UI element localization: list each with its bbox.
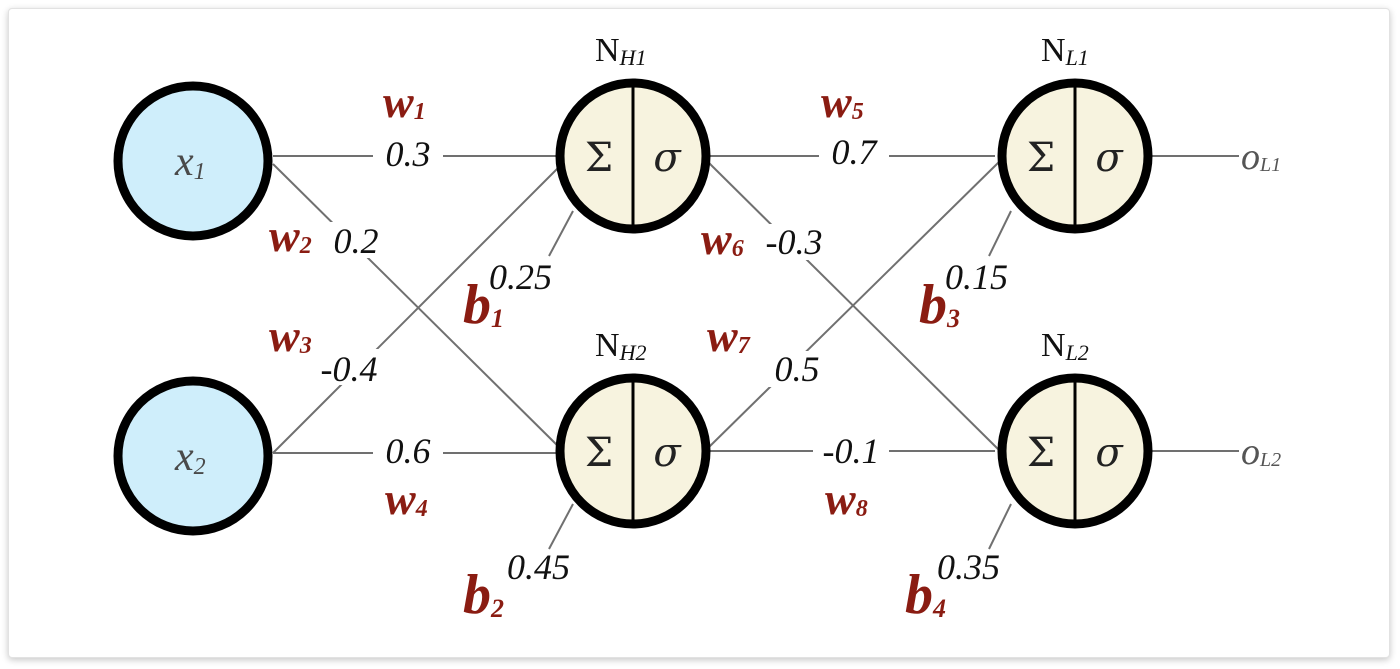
output-ol2-main: o (1241, 431, 1260, 473)
sigmoid-icon: σ (653, 430, 682, 476)
input-x2-sub: 2 (194, 454, 206, 480)
weight-w2-sub: 2 (299, 233, 312, 259)
input-x1-sub: 1 (194, 159, 206, 185)
weight-w1-value: 0.3 (386, 134, 431, 174)
weight-w7-label: w7 (707, 310, 751, 361)
weight-w2-value: 0.2 (334, 221, 379, 261)
bias-b1-sub: 1 (491, 304, 504, 333)
neuron-l1-main: N (1041, 32, 1066, 69)
bias-b4-sub: 4 (932, 594, 946, 623)
input-node-x1: x1 (113, 81, 273, 241)
weight-w2-label: w2 (269, 210, 312, 261)
bias-b2-label: b2 (463, 564, 504, 626)
weight-w7-main: w (707, 310, 738, 361)
neuron-l2: Σ σ NL2 (997, 327, 1153, 529)
output-ol1-sub: L1 (1259, 154, 1281, 176)
neuron-h2: Σ σ NH2 (555, 327, 711, 529)
neuron-h2-main: N (595, 327, 620, 364)
weight-w6-main: w (701, 213, 732, 264)
bias-b1-main: b (463, 274, 491, 336)
bias-b3-main: b (919, 274, 947, 336)
wire-bias-1 (548, 210, 574, 257)
neuron-h1-sub: H1 (619, 45, 647, 70)
weight-w3-value: -0.4 (321, 349, 378, 389)
neuron-h2-label: NH2 (595, 327, 646, 365)
wire-bias-3 (988, 210, 1012, 257)
weight-w8-label: w8 (825, 473, 868, 524)
sigmoid-icon: σ (653, 135, 682, 181)
bias-b3-value: 0.15 (945, 257, 1008, 297)
bias-b2-value: 0.45 (507, 547, 570, 587)
output-ol2-sub: L2 (1259, 449, 1281, 471)
label-backdrops (313, 136, 889, 469)
input-x1-main: x (174, 139, 194, 185)
sigmoid-icon: σ (1095, 430, 1124, 476)
weight-w4-sub: 4 (415, 496, 428, 522)
weight-w5-value: 0.7 (832, 132, 879, 172)
weight-w2-main: w (269, 210, 300, 261)
weight-w4-main: w (385, 473, 416, 524)
bias-b2-main: b (463, 564, 491, 626)
input-node-x2-circle (113, 376, 273, 536)
input-node-x2-label: x2 (174, 434, 206, 480)
diagram-frame: x1 x2 Σ σ NH1 Σ σ NH2 Σ σ NL1 (8, 8, 1390, 658)
bias-b1-value: 0.25 (489, 257, 552, 297)
weight-w8-sub: 8 (856, 496, 868, 522)
sum-icon: Σ (1027, 135, 1055, 181)
bias-b4-label: b4 (905, 564, 946, 626)
bias-b2-sub: 2 (490, 594, 504, 623)
bias-b3-label: b3 (919, 274, 960, 336)
sum-icon: Σ (585, 430, 613, 476)
weight-w1-label: w1 (383, 76, 426, 127)
weight-w7-sub: 7 (738, 333, 751, 359)
neural-network-diagram: x1 x2 Σ σ NH1 Σ σ NH2 Σ σ NL1 (113, 32, 1281, 626)
weight-w7-value: 0.5 (775, 349, 820, 389)
weight-w5-sub: 5 (852, 99, 864, 125)
neuron-h1: Σ σ NH1 (555, 32, 711, 234)
weight-w6-label: w6 (701, 213, 744, 264)
neuron-h2-sub: H2 (619, 340, 647, 365)
input-x2-main: x (174, 434, 194, 480)
bias-b1-label: b1 (463, 274, 504, 336)
weight-w1-sub: 1 (414, 99, 426, 125)
weight-w3-main: w (269, 310, 300, 361)
weight-w3-sub: 3 (299, 333, 312, 359)
bias-b4-value: 0.35 (937, 547, 1000, 587)
weight-w5-label: w5 (821, 76, 864, 127)
wire-bias-4 (988, 503, 1012, 550)
weight-w8-value: -0.1 (823, 431, 880, 471)
neuron-h1-label: NH1 (595, 32, 646, 70)
sigmoid-icon: σ (1095, 135, 1124, 181)
weight-w8-main: w (825, 473, 856, 524)
neuron-l1-sub: L1 (1065, 45, 1089, 70)
weight-w4-label: w4 (385, 473, 428, 524)
bias-b4-main: b (905, 564, 933, 626)
weight-w1-main: w (383, 76, 414, 127)
neuron-h1-main: N (595, 32, 620, 69)
output-label-ol1: oL1 (1241, 136, 1281, 178)
neuron-l2-label: NL2 (1041, 327, 1089, 365)
sum-icon: Σ (585, 135, 613, 181)
wire-h2-l1 (706, 160, 1001, 450)
neuron-l2-main: N (1041, 327, 1066, 364)
input-node-x1-circle (113, 81, 273, 241)
neuron-l2-sub: L2 (1065, 340, 1089, 365)
output-ol1-main: o (1241, 136, 1260, 178)
input-node-x1-label: x1 (174, 139, 206, 185)
output-label-ol2: oL2 (1241, 431, 1281, 473)
weight-w4-value: 0.6 (386, 431, 431, 471)
weight-w6-sub: 6 (732, 236, 744, 262)
neuron-l1: Σ σ NL1 (997, 32, 1153, 234)
sum-icon: Σ (1027, 430, 1055, 476)
weight-w3-label: w3 (269, 310, 312, 361)
input-node-x2: x2 (113, 376, 273, 536)
weight-w6-value: -0.3 (766, 222, 823, 262)
wire-x2-h1 (272, 162, 564, 454)
neuron-l1-label: NL1 (1041, 32, 1089, 70)
weight-w5-main: w (821, 76, 852, 127)
bias-b3-sub: 3 (946, 304, 960, 333)
wire-bias-2 (548, 503, 574, 550)
